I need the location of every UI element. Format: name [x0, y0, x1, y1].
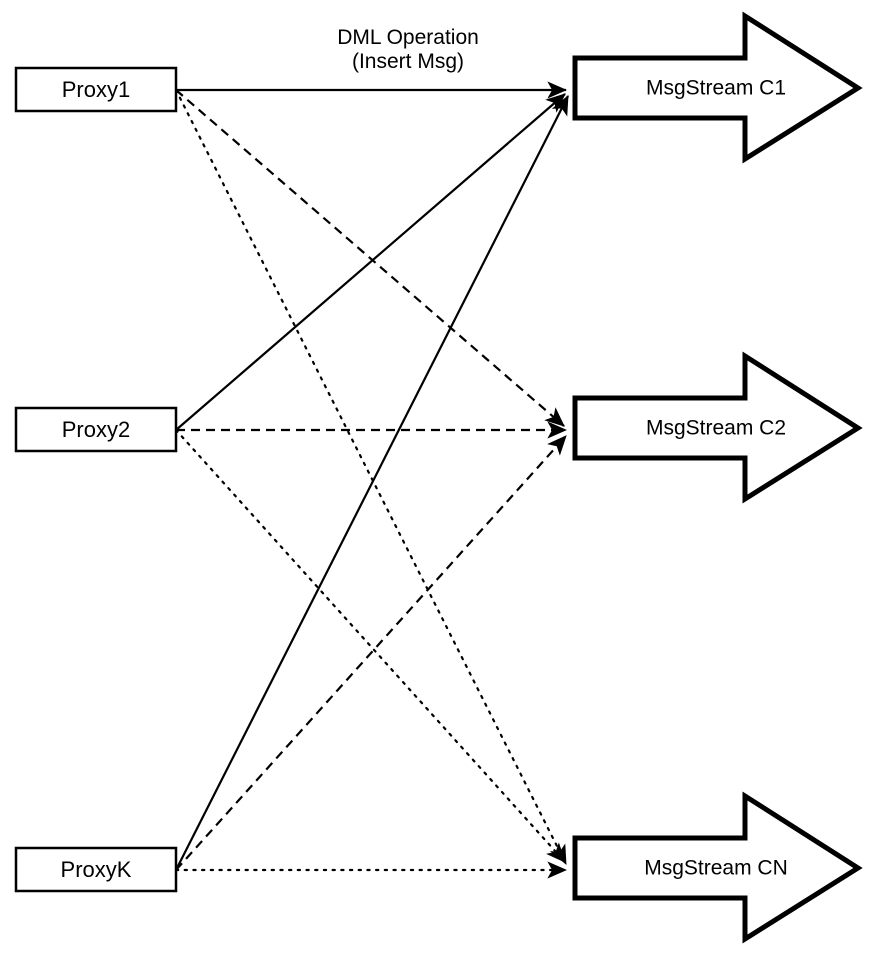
stream-label-c2: MsgStream C2	[646, 417, 786, 440]
proxy-label-proxy2: Proxy2	[62, 417, 130, 442]
connection-proxyk-to-stream-c2	[175, 435, 567, 871]
proxy-label-proxy1: Proxy1	[62, 77, 130, 102]
proxy-box-proxy1[interactable]	[14, 66, 178, 113]
stream-node-c1[interactable]: MsgStream C1	[572, 11, 863, 164]
connection-proxy2-to-stream-cn	[174, 428, 567, 864]
proxy-label-proxyk: ProxyK	[61, 857, 132, 882]
stream-node-c2[interactable]: MsgStream C2	[572, 351, 863, 504]
proxy-box-proxyk[interactable]	[14, 846, 178, 893]
stream-arrow-shape-cn[interactable]	[572, 791, 863, 944]
stream-label-c1: MsgStream C1	[646, 77, 786, 100]
stream-arrow-shape-c1[interactable]	[572, 11, 863, 164]
stream-arrow-shape-c2[interactable]	[572, 351, 863, 504]
proxy-node-proxy1[interactable]: Proxy1	[14, 66, 178, 113]
connection-proxy1-to-stream-c2	[175, 89, 565, 427]
stream-label-cn: MsgStream CN	[644, 857, 788, 880]
connection-proxy2-to-stream-c1	[175, 93, 566, 431]
edge-label-line1: DML Operation	[337, 26, 479, 49]
proxy-node-proxyk[interactable]: ProxyK	[14, 846, 178, 893]
proxy-node-proxy2[interactable]: Proxy2	[14, 406, 178, 453]
edge-label-line2: (Insert Msg)	[352, 50, 464, 73]
edge-label-dml-operation: DML Operation (Insert Msg)	[337, 26, 479, 73]
connection-proxyk-to-stream-c1	[175, 95, 569, 871]
connection-group	[174, 81, 569, 879]
stream-node-cn[interactable]: MsgStream CN	[572, 791, 863, 944]
proxy-box-proxy2[interactable]	[14, 406, 178, 453]
connection-proxy1-to-stream-cn	[174, 88, 568, 866]
